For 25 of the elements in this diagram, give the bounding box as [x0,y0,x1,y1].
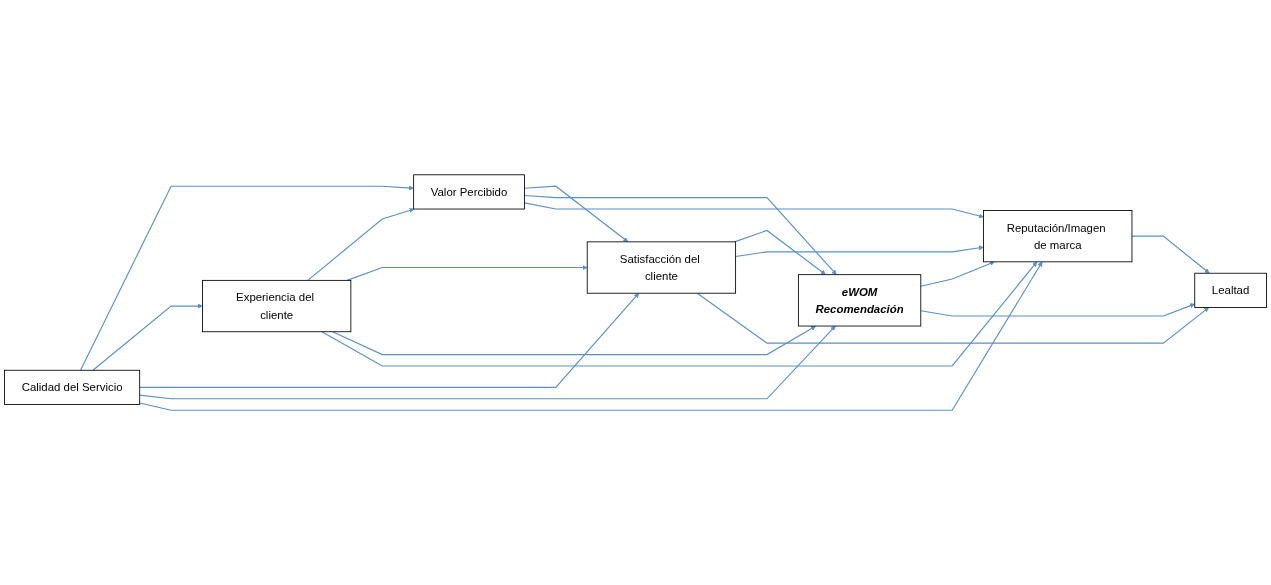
arrow [332,325,816,356]
arrow [523,202,984,219]
node-box: Satisfacción del cliente [586,241,737,294]
arrow [733,229,826,275]
arrow [139,261,1043,411]
arrow [735,245,984,258]
arrow [1131,235,1210,274]
node-box: Experiencia del cliente [202,279,352,333]
arrow [523,185,629,243]
arrow [523,195,837,275]
arrow [139,325,836,400]
arrow [346,265,588,281]
arrow [920,261,995,287]
node-box: Calidad del Servicio [4,369,141,405]
arrow [307,208,415,281]
arrow [80,185,414,371]
node-box: Valor Percibido [413,174,525,210]
arrow [920,303,1195,317]
node-box: eWOM Recomendación [797,274,922,327]
arrow [696,292,1209,344]
arrow [321,261,1038,367]
node-box: Reputación/Imagen de marca [983,210,1133,263]
arrow [92,303,203,371]
arrow [139,293,639,388]
node-box: Lealtad [1194,272,1267,308]
